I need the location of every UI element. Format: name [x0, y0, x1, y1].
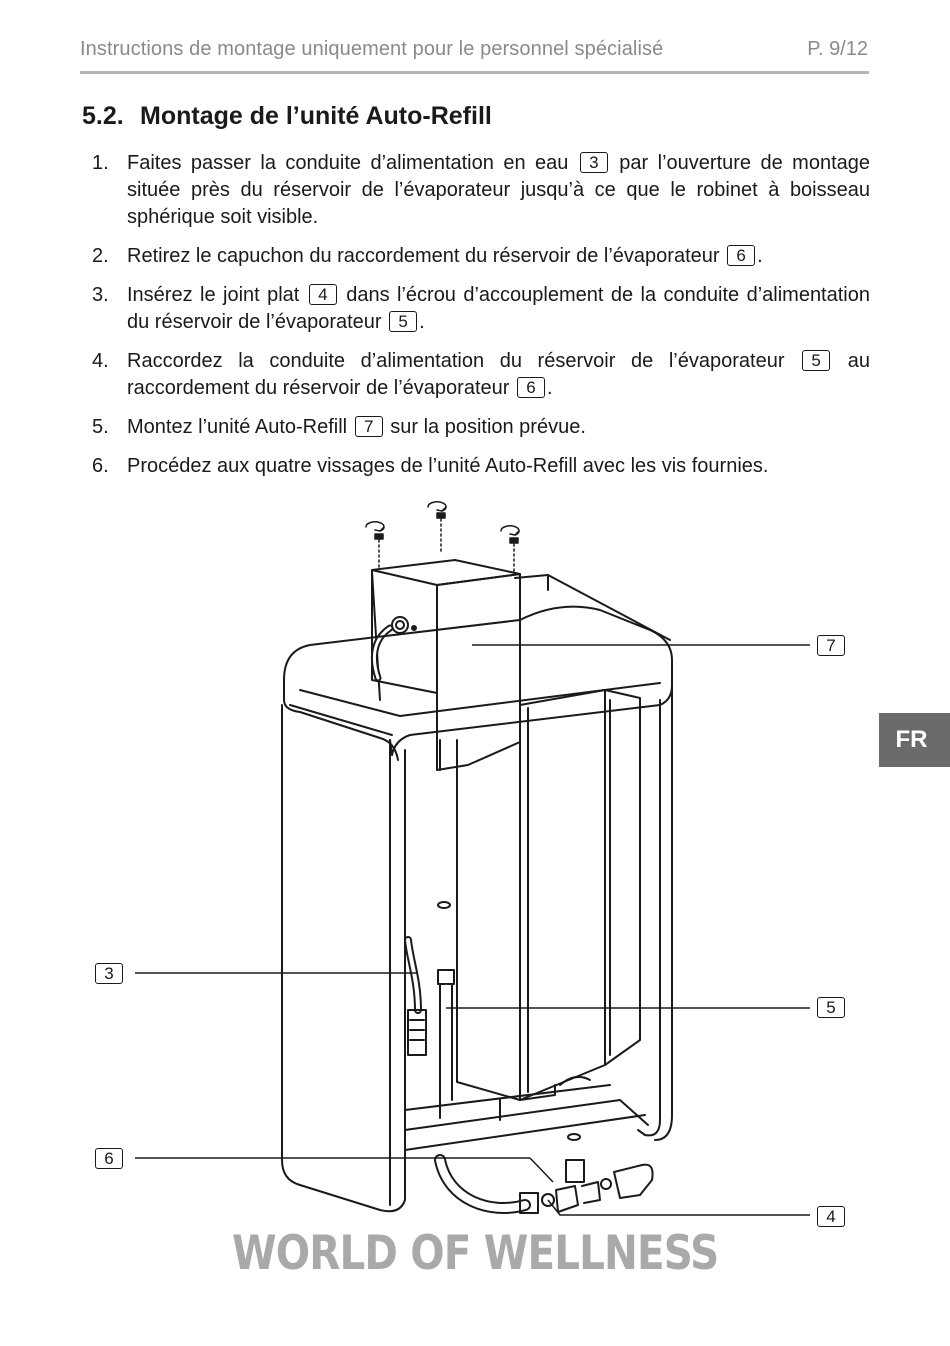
step-text: dans l’écrou d’accouplement de la condui… — [127, 284, 870, 333]
step-number: 3. — [92, 284, 109, 306]
screw-icon — [365, 501, 520, 573]
step-text: . — [419, 311, 425, 333]
callout-3: 3 — [95, 963, 123, 984]
step-number: 5. — [92, 416, 109, 438]
page-number: P. 9/12 — [807, 38, 868, 60]
callout-6: 6 — [95, 1148, 123, 1169]
step-number: 6. — [92, 455, 109, 477]
evaporator-tank — [437, 689, 641, 1141]
reference-box: 6 — [727, 245, 756, 266]
step-text: Procédez aux quatre vissages de l’unité … — [127, 455, 769, 477]
water-supply-hose — [404, 936, 427, 1056]
step-text: Montez l’unité Auto-Refill — [127, 416, 353, 438]
step-1: 1. Faites passer la conduite d’alimentat… — [90, 150, 870, 231]
step-text: Faites passer la conduite d’alimentation… — [127, 152, 578, 174]
callout-4: 4 — [817, 1206, 845, 1227]
step-text: . — [757, 245, 763, 267]
language-tab-fr: FR — [879, 713, 950, 767]
step-number: 2. — [92, 245, 109, 267]
step-number: 4. — [92, 350, 109, 372]
supply-pipe — [437, 969, 455, 1101]
callout-5: 5 — [817, 997, 845, 1018]
step-2: 2. Retirez le capuchon du raccordement d… — [90, 243, 870, 270]
reference-box: 5 — [389, 311, 418, 332]
step-text: Raccordez la conduite d’alimentation du … — [127, 350, 801, 372]
header-title: Instructions de montage uniquement pour … — [80, 38, 664, 60]
step-text: Retirez le capuchon du raccordement du r… — [127, 245, 726, 267]
step-text: sur la position prévue. — [384, 416, 586, 438]
top-frame — [283, 574, 673, 761]
step-number: 1. — [92, 152, 109, 174]
instruction-list: 1. Faites passer la conduite d’alimentat… — [90, 150, 870, 492]
reference-box: 4 — [308, 284, 337, 305]
reference-box: 6 — [516, 377, 545, 398]
brand-wordmark: WORLD OF WELLNESS — [232, 1226, 719, 1281]
reference-box: 5 — [802, 350, 831, 371]
header-divider — [80, 71, 869, 74]
reference-box: 7 — [354, 416, 383, 437]
step-text: au raccordement du réservoir de l’évapor… — [127, 350, 870, 399]
cabinet-body — [281, 684, 673, 1213]
step-5: 5. Montez l’unité Auto-Refill 7 sur la p… — [90, 414, 870, 441]
step-3: 3. Insérez le joint plat 4 dans l’écrou … — [90, 282, 870, 336]
step-6: 6. Procédez aux quatre vissages de l’uni… — [90, 453, 870, 480]
step-text: . — [546, 377, 553, 399]
auto-refill-unit — [370, 559, 521, 771]
section-title-text: Montage de l’unité Auto-Refill — [140, 102, 492, 130]
section-number: 5.2. — [82, 102, 124, 130]
step-text: par l’ouverture de montage située près d… — [127, 152, 871, 228]
step-4: 4. Raccordez la conduite d’alimentation … — [90, 348, 870, 402]
callout-7: 7 — [817, 635, 845, 656]
leader-lines — [135, 644, 810, 1216]
step-text: Insérez le joint plat — [127, 284, 307, 306]
section-title: 5.2. Montage de l’unité Auto-Refill — [82, 102, 492, 131]
reference-box: 3 — [579, 152, 608, 173]
ball-valve-assembly — [434, 1154, 654, 1214]
